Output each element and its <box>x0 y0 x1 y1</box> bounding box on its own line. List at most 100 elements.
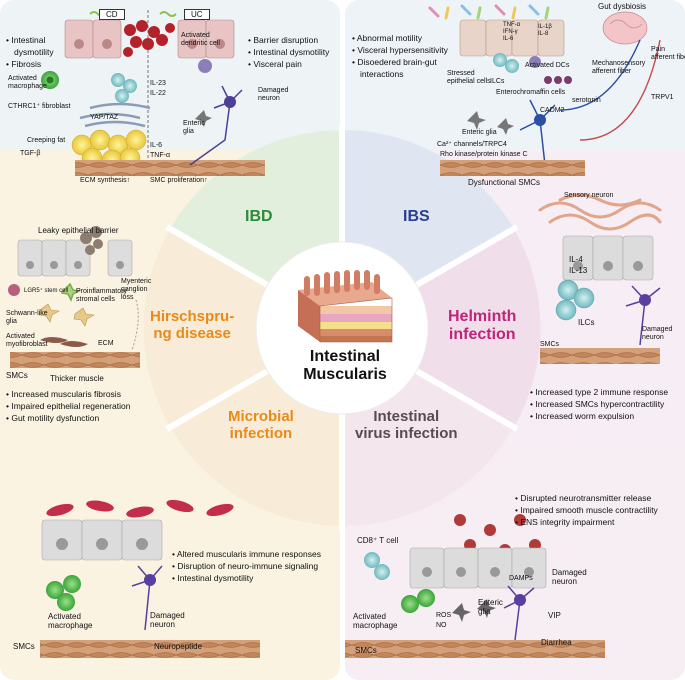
hirsch-stromal-cells <box>60 282 82 302</box>
ibs-pain-label-2: afferent fiber <box>651 54 685 62</box>
helminth-smcs-label: SMCs <box>540 341 560 348</box>
hirsch-schwann-glia <box>38 303 95 327</box>
cd8-t-cells <box>364 552 390 580</box>
ibd-glia-label-1: Enteric <box>183 120 205 127</box>
virus-glia-label-2: glia <box>478 607 491 617</box>
microbial-smcs-label: SMCs <box>13 642 35 651</box>
virus-title-line2: virus infection <box>355 425 458 443</box>
ibs-title: IBS <box>403 208 430 225</box>
ibs-brain <box>602 11 648 45</box>
ibd-neuron-label-1: Damaged <box>258 87 289 94</box>
center-title-line1: Intestinal <box>309 348 381 365</box>
helminth-title-line1: Helminth <box>448 308 517 325</box>
ibs-bullet: Abnormal motility <box>352 32 448 44</box>
helminth-worms <box>538 193 662 231</box>
virus-smc-layer <box>345 640 605 658</box>
virus-bullet: Disrupted neurotransmitter release <box>515 492 658 504</box>
ibd-dc-label-1: Activated <box>181 32 210 39</box>
ibd-glia-label-2: glia <box>183 128 194 136</box>
microbial-bacteria <box>46 499 234 518</box>
virus-glia-label-1: Enteric <box>478 598 503 607</box>
hirsch-lgr5-label: LGR5⁺ stem cell <box>24 288 69 294</box>
hirsch-title-line1: Hirschspru- <box>150 308 235 325</box>
ibd-right-bullets: Barrier disruption Intestinal dysmotilit… <box>248 34 329 70</box>
hirsch-schwann-label-2: glia <box>6 318 17 326</box>
ibd-right-bullet: Intestinal dysmotility <box>248 46 329 58</box>
microbial-bullet: Altered muscularis immune responses <box>172 548 321 560</box>
ibs-cadm2-label: CADM2 <box>540 107 565 114</box>
ibd-mac-label-2: macrophage <box>8 83 47 91</box>
virus-bullets: Disrupted neurotransmitter release Impai… <box>515 492 658 528</box>
microbial-mac-label-2: macrophage <box>48 621 93 631</box>
microbial-neuron <box>131 565 163 631</box>
ibs-ec-label: Enterochromaffin cells <box>496 89 566 96</box>
ibs-bullet: Disoedered brain-gut <box>352 56 448 68</box>
virus-diarrhea-label: Diarrhea <box>541 638 572 647</box>
ibs-afferent-fibers <box>559 39 661 141</box>
hirsch-bullet: Increased muscularis fibrosis <box>6 388 130 400</box>
hirsch-bacteria-cluster <box>80 226 103 255</box>
helminth-bullets: Increased type 2 immune response Increas… <box>530 386 668 422</box>
ibd-tab-cd: CD <box>99 9 125 21</box>
microbial-macrophages <box>46 575 81 611</box>
ibd-enteric-glia <box>195 110 212 127</box>
center-title-line2: Muscularis <box>303 366 387 384</box>
hirsch-epithelium <box>17 239 133 277</box>
helminth-il4-label: IL-4 <box>569 255 583 264</box>
microbial-smc-layer <box>40 640 260 658</box>
virus-smcs-label: SMCs <box>355 646 377 655</box>
microbial-title-line2: infection <box>229 425 293 443</box>
helminth-title-line2: infection <box>448 326 516 344</box>
hirsch-myofib-label-2: myofibroblast <box>6 341 48 349</box>
virus-neuron-label-2: neuron <box>552 577 577 587</box>
helminth-bullet: Increased type 2 immune response <box>530 386 668 398</box>
ibs-dysbiosis-label: Gut dysbiosis <box>598 2 647 11</box>
ibd-neuron-label-2: neuron <box>258 95 280 103</box>
hirsch-myenteric-label-2: ganglion <box>121 286 148 294</box>
ibd-epithelium <box>64 10 235 175</box>
hirsch-myofib-label-1: Activated <box>6 333 35 340</box>
ibd-title: IBD <box>245 208 273 225</box>
ibs-ca-label: Ca²⁺ channels/TRPC4 <box>437 141 507 148</box>
virus-epithelium <box>409 547 547 589</box>
helminth-epithelium <box>562 235 654 281</box>
hirsch-thicker-label: Thicker muscle <box>50 374 104 383</box>
ibd-smc-layer <box>75 160 265 176</box>
ibs-smc-layer <box>440 160 585 176</box>
hirsch-ecm-label: ECM <box>98 340 114 347</box>
ibs-dys-smc-label: Dysfunctional SMCs <box>468 178 541 187</box>
ibs-serotonin-label: serotonin <box>572 97 601 104</box>
ibs-neuron <box>519 99 556 166</box>
ibs-stressed-label-1: Stressed <box>447 70 475 77</box>
hirsch-stromal-label-2: stromal cells <box>76 296 115 304</box>
microbial-title-line1: Microbial <box>228 408 294 425</box>
ibs-ec-cells <box>544 76 572 84</box>
lgr5-stem-cell <box>8 284 20 296</box>
hirsch-stromal-label-1: Proinflammatory <box>76 288 127 295</box>
ibs-bullet: Visceral hypersensitivity <box>352 44 448 56</box>
helminth-ilcs <box>555 279 595 321</box>
center-title: Intestinal Muscularis <box>295 348 395 385</box>
microbial-bullet: Intestinal dysmotility <box>172 572 321 584</box>
microbial-title: Microbial infection <box>228 408 294 443</box>
virus-title: Intestinal virus infection <box>355 408 458 443</box>
helminth-bullet: Increased worm expulsion <box>530 410 668 422</box>
ibd-tgf-label: TGF-β <box>20 150 41 157</box>
helminth-il13-label: IL-13 <box>569 266 588 275</box>
ibs-ilcs-label: ILCs <box>490 78 505 85</box>
ibd-right-bullet: Visceral pain <box>248 58 329 70</box>
virus-no-label: NO <box>436 622 447 629</box>
ibd-creeping-fat <box>71 129 147 171</box>
